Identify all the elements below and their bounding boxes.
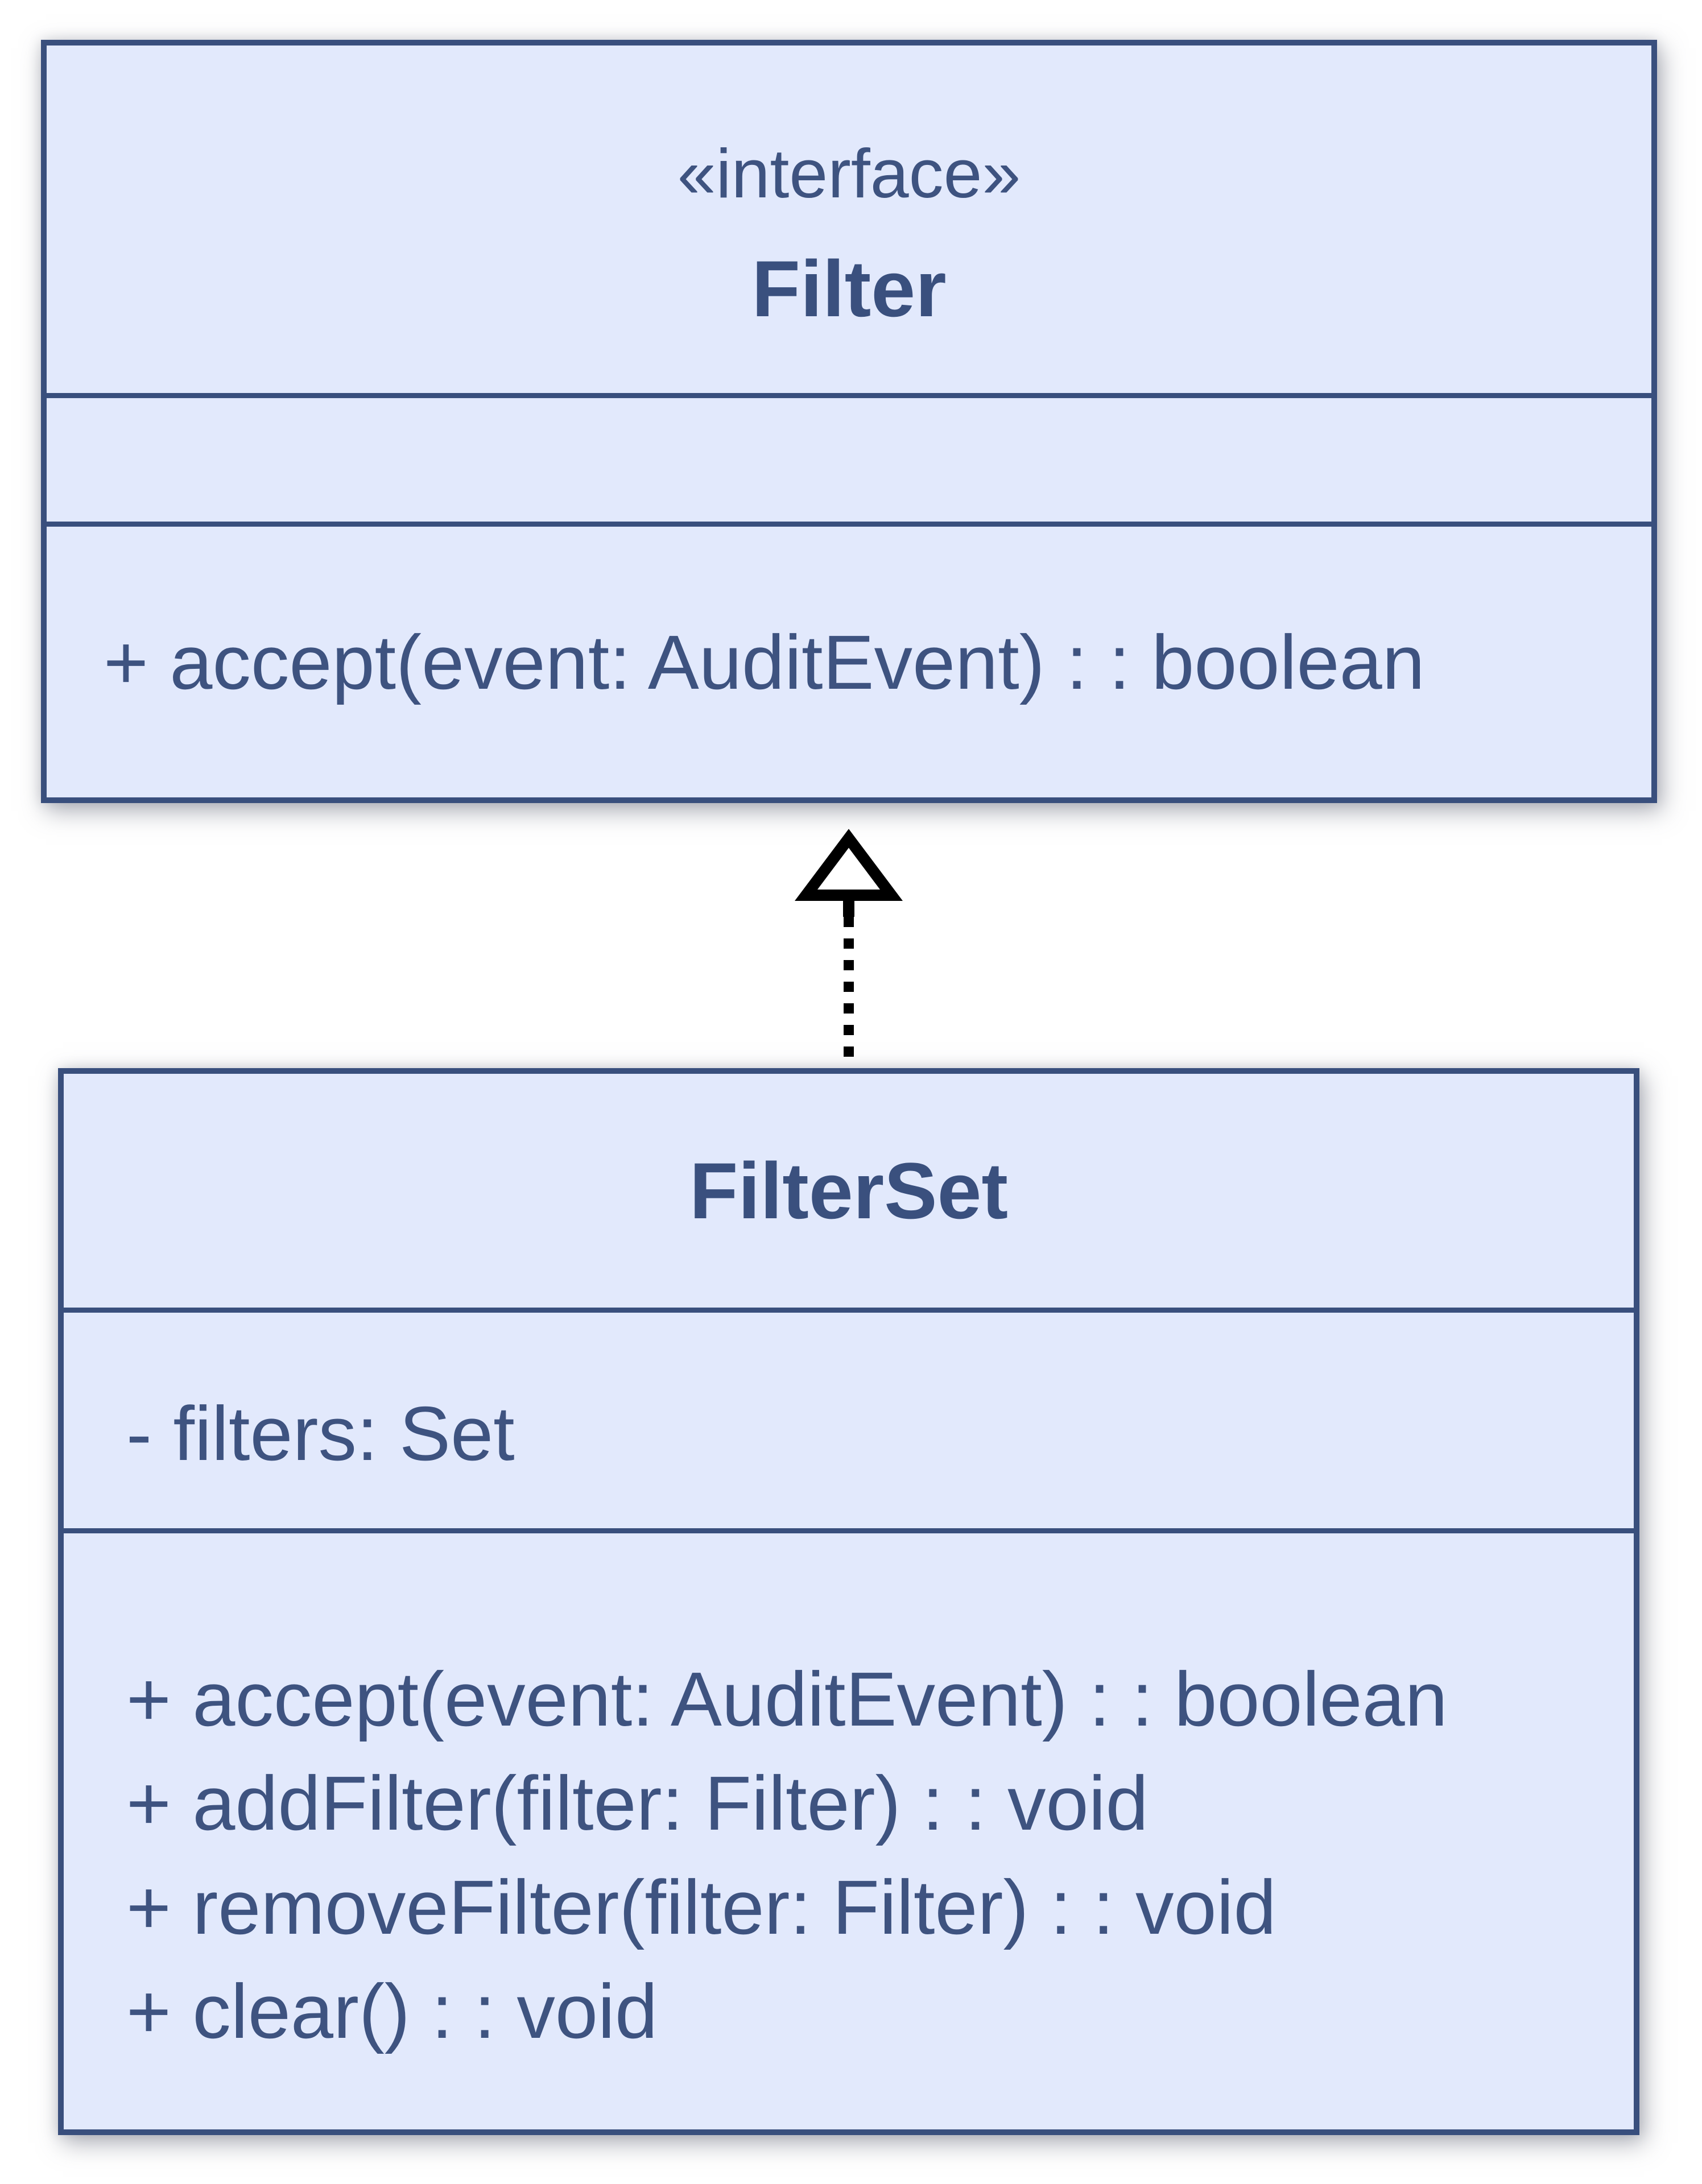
filterset-class-name: FilterSet (689, 1146, 1009, 1235)
uml-class-filter: «interface» Filter + accept(event: Audit… (41, 40, 1657, 803)
filter-class-name: Filter (751, 243, 947, 333)
hollow-triangle-arrowhead-icon (795, 829, 903, 901)
filter-attributes-compartment-empty (47, 398, 1651, 527)
filterset-attribute-filters: - filters: Set (126, 1390, 515, 1476)
filterset-method-addfilter: + addFilter(filter: Filter) : : void (126, 1760, 1149, 1846)
filterset-attributes-compartment: - filters: Set (64, 1313, 1634, 1533)
filterset-method-clear: + clear() : : void (126, 1968, 658, 2054)
filterset-method-accept: + accept(event: AuditEvent) : : boolean (126, 1656, 1448, 1742)
filter-method-accept: + accept(event: AuditEvent) : : boolean (104, 619, 1425, 705)
filterset-title-compartment: FilterSet (64, 1074, 1634, 1313)
uml-class-filterset: FilterSet - filters: Set + accept(event:… (58, 1068, 1639, 2135)
filter-title-compartment: «interface» Filter (47, 46, 1651, 398)
filter-stereotype-label: «interface» (677, 134, 1021, 212)
filter-methods-compartment: + accept(event: AuditEvent) : : boolean (47, 527, 1651, 797)
filterset-method-removefilter: + removeFilter(filter: Filter) : : void (126, 1864, 1276, 1950)
filterset-methods-compartment: + accept(event: AuditEvent) : : boolean … (64, 1533, 1634, 2129)
arrow-stem (843, 895, 854, 917)
